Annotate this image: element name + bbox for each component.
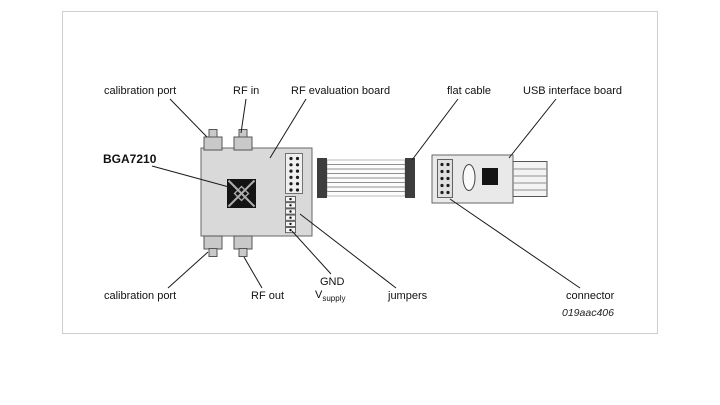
pin-dot	[289, 169, 293, 173]
leader-calibration-port-top	[169, 98, 208, 138]
leader-gnd-vsupply	[291, 230, 332, 275]
usb-interface-board	[431, 154, 548, 204]
connector-stub	[208, 129, 218, 138]
label-connector: connector	[566, 290, 615, 302]
chip-x-mark	[227, 179, 256, 208]
calibration-port-top-connector	[203, 129, 223, 151]
pin-dot	[289, 228, 292, 232]
label-rf-in: RF in	[233, 85, 260, 97]
pin-dot	[289, 188, 293, 192]
pin-dot	[295, 175, 300, 179]
pin-dot	[446, 183, 450, 188]
usb-plug-contacts	[513, 168, 547, 191]
header-outline	[285, 153, 303, 194]
label-bga7210: BGA7210	[103, 152, 157, 166]
cable-end-left	[317, 158, 327, 198]
pin-dot	[289, 197, 292, 201]
connector-stub	[208, 248, 218, 257]
pin-dot	[289, 222, 292, 226]
header-pin-dots	[289, 156, 300, 192]
pin-dot	[295, 163, 300, 167]
cable-wires	[327, 164, 405, 192]
pin-dot	[289, 182, 293, 186]
vsupply-base: V	[315, 289, 323, 301]
usb-board-ic	[482, 168, 498, 185]
leader-rf-evaluation-board	[269, 98, 307, 159]
usb-connector-outline	[437, 159, 453, 198]
pin-dot	[289, 210, 292, 213]
figure-border	[62, 11, 658, 334]
leader-usb-interface-board	[508, 98, 557, 159]
leader-calibration-port-bottom	[167, 251, 209, 289]
pin-dot	[440, 169, 444, 174]
pin-dot	[446, 162, 450, 167]
pin-dot	[289, 204, 292, 207]
rf-evaluation-board	[200, 129, 313, 257]
pin-dot	[289, 156, 293, 161]
label-jumpers: jumpers	[388, 290, 428, 302]
pin-dot	[440, 162, 444, 167]
pin-dot	[295, 188, 300, 192]
connector-stub	[238, 129, 248, 138]
chip-center-diamond	[233, 185, 250, 202]
connector-body	[203, 136, 223, 151]
label-usb-interface-board: USB interface board	[523, 85, 623, 97]
header-pins	[285, 153, 303, 194]
usb-board-connector	[437, 159, 453, 198]
pin-dot	[440, 176, 444, 181]
vsupply-subscript: supply	[322, 294, 346, 304]
usb-plug	[512, 161, 548, 197]
jumper-block	[285, 196, 296, 234]
connector-stub	[238, 248, 248, 257]
pin-dot	[289, 216, 292, 219]
connector-body	[233, 235, 253, 250]
pin-dot	[446, 176, 450, 181]
leader-flat-cable	[411, 98, 459, 161]
cable-end-right	[405, 158, 415, 198]
figure-id: 019aac406	[562, 307, 614, 319]
connector-body	[203, 235, 223, 250]
label-flat-cable: flat cable	[447, 85, 492, 97]
bga7210-chip	[227, 179, 256, 208]
flat-cable	[317, 158, 415, 198]
pin-dot	[289, 175, 293, 179]
usb-plug-body	[512, 161, 548, 197]
leader-bga7210	[151, 165, 230, 188]
jumper-pin-dots	[289, 197, 292, 232]
leader-connector	[449, 198, 581, 289]
calibration-port-bottom-connector	[203, 235, 223, 257]
label-vsupply: Vsupply	[315, 289, 345, 305]
pin-dot	[289, 163, 293, 167]
leader-rf-out	[243, 256, 263, 289]
label-rf-out: RF out	[251, 290, 285, 302]
usb-board-oval-component	[462, 164, 476, 191]
leader-jumpers	[299, 213, 397, 289]
pin-dot	[446, 169, 450, 174]
label-calibration-port-top: calibration port	[104, 85, 177, 97]
label-calibration-port-bottom: calibration port	[104, 290, 177, 302]
pin-dot	[295, 169, 300, 173]
rf-out-connector	[233, 235, 253, 257]
rf-in-connector	[233, 129, 253, 151]
pin-dot	[295, 182, 300, 186]
pin-dot	[446, 190, 450, 195]
pin-dot	[440, 190, 444, 195]
pin-dot	[295, 156, 300, 161]
leader-lines	[151, 98, 581, 289]
leader-rf-in	[240, 98, 247, 134]
pin-dot	[440, 183, 444, 188]
usb-connector-dots	[440, 162, 450, 195]
connector-body	[233, 136, 253, 151]
label-gnd: GND	[320, 276, 345, 288]
label-rf-evaluation-board: RF evaluation board	[291, 85, 391, 97]
